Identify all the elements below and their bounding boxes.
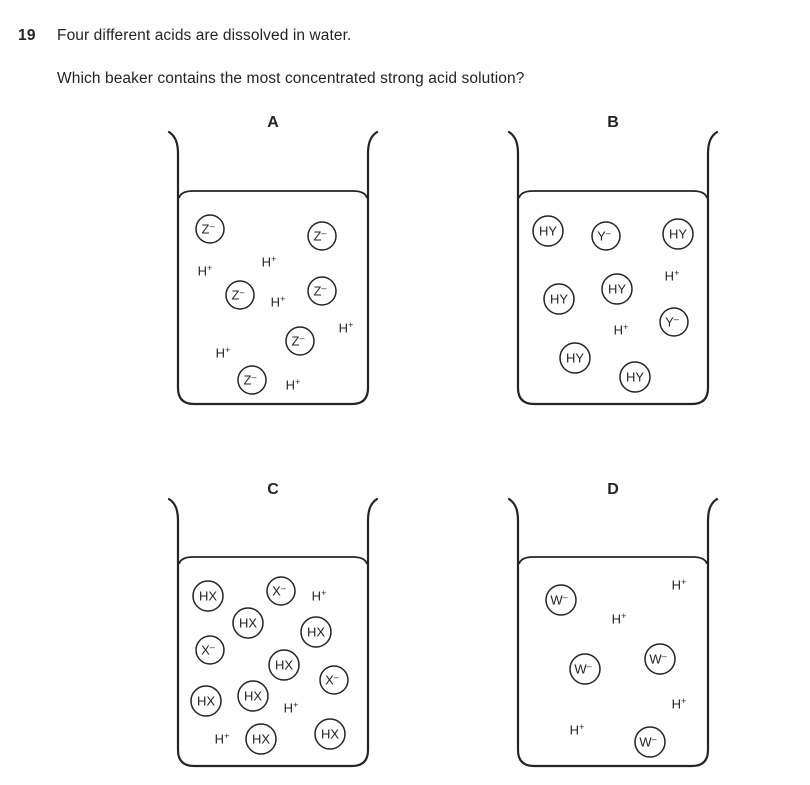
ion-y-minus: Y– (665, 314, 679, 330)
ion-h-plus: H+ (262, 254, 277, 270)
ion-z-minus: Z– (292, 333, 305, 349)
ion-hx: HX (307, 625, 325, 640)
ion-y-minus: Y– (597, 228, 611, 244)
ion-y-minus-circle (591, 221, 621, 251)
beaker-c: C X– HX H+ HX HX X– HX X– HX HX H+ HX H+ HX (167, 481, 379, 768)
ion-hx: HX (252, 732, 270, 747)
ion-x-minus-circle (266, 576, 296, 606)
ion-z-minus-circle (285, 326, 315, 356)
ion-w-minus-circle (545, 584, 577, 616)
water-line (518, 556, 708, 565)
ion-w-minus: W– (639, 734, 656, 750)
ion-hx: HX (199, 589, 217, 604)
ion-hy-circle (601, 273, 633, 305)
ion-hy-circle (619, 361, 651, 393)
beaker-label: C (267, 481, 279, 498)
beaker-outline (507, 130, 719, 406)
ion-z-minus-circle (307, 276, 337, 306)
ion-h-plus: H+ (612, 611, 627, 627)
ion-hx-circle (237, 680, 269, 712)
ion-w-minus-circle (569, 653, 601, 685)
ion-h-plus: H+ (614, 322, 629, 338)
ion-hy: HY (539, 224, 557, 239)
ion-hx: HX (197, 694, 215, 709)
ion-z-minus-circle (307, 221, 337, 251)
water-line (178, 556, 368, 565)
ion-z-minus: Z– (314, 228, 327, 244)
ion-hy-circle (532, 215, 564, 247)
ion-hy: HY (566, 351, 584, 366)
ion-h-plus: H+ (271, 294, 286, 310)
ion-h-plus: H+ (339, 320, 354, 336)
ion-hx-circle (190, 685, 222, 717)
ion-x-minus: X– (272, 583, 286, 599)
ion-h-plus: H+ (665, 268, 680, 284)
beaker-outline (167, 497, 379, 768)
water-line (178, 190, 368, 199)
beaker-label: B (607, 114, 619, 131)
ion-hy-circle (662, 218, 694, 250)
ion-z-minus-circle (195, 214, 225, 244)
ion-h-plus: H+ (215, 731, 230, 747)
beaker-d: D H+ W– H+ W– W– H+ H+ W– (507, 481, 719, 768)
ion-w-minus: W– (550, 592, 567, 608)
ion-hx-circle (245, 723, 277, 755)
ion-hx: HX (244, 689, 262, 704)
ion-x-minus-circle (195, 635, 225, 665)
ion-h-plus: H+ (672, 577, 687, 593)
ion-z-minus-circle (237, 365, 267, 395)
water-line (518, 190, 708, 199)
ion-hx-circle (192, 580, 224, 612)
ion-w-minus: W– (649, 651, 666, 667)
ion-y-minus-circle (659, 307, 689, 337)
ion-hy: HY (550, 292, 568, 307)
ion-hy: HY (626, 370, 644, 385)
ion-hy: HY (669, 227, 687, 242)
ion-x-minus: X– (325, 672, 339, 688)
ion-hx: HX (321, 727, 339, 742)
ion-h-plus: H+ (312, 588, 327, 604)
ion-x-minus-circle (319, 665, 349, 695)
beaker-label: D (607, 481, 619, 498)
ion-z-minus: Z– (232, 287, 245, 303)
ion-h-plus: H+ (284, 700, 299, 716)
ion-hy-circle (543, 283, 575, 315)
ion-hx-circle (300, 616, 332, 648)
beaker-outline (507, 497, 719, 768)
ion-h-plus: H+ (198, 263, 213, 279)
ion-z-minus: Z– (244, 372, 257, 388)
ion-hx: HX (239, 616, 257, 631)
ion-hx-circle (314, 718, 346, 750)
ion-hx: HX (275, 658, 293, 673)
ion-h-plus: H+ (672, 696, 687, 712)
ion-h-plus: H+ (216, 345, 231, 361)
beaker-a: A Z– Z– H+ H+ Z– Z– H+ H+ Z– H+ Z– H+ (167, 114, 379, 406)
ion-hx-circle (268, 649, 300, 681)
ion-w-minus-circle (634, 726, 666, 758)
ion-hx-circle (232, 607, 264, 639)
ion-x-minus: X– (201, 642, 215, 658)
ion-hy-circle (559, 342, 591, 374)
ion-w-minus: W– (574, 661, 591, 677)
beaker-label: A (267, 114, 279, 131)
ion-h-plus: H+ (286, 377, 301, 393)
ion-z-minus: Z– (202, 221, 215, 237)
ion-w-minus-circle (644, 643, 676, 675)
ion-hy: HY (608, 282, 626, 297)
beaker-b: B HY Y– HY H+ HY HY Y– H+ HY HY (507, 114, 719, 406)
ion-h-plus: H+ (570, 722, 585, 738)
ion-z-minus: Z– (314, 283, 327, 299)
ion-z-minus-circle (225, 280, 255, 310)
beaker-outline (167, 130, 379, 406)
question-text: Four different acids are dissolved in wa… (57, 27, 352, 44)
question-prompt: Which beaker contains the most concentra… (57, 70, 525, 87)
question-number: 19 (18, 27, 36, 44)
